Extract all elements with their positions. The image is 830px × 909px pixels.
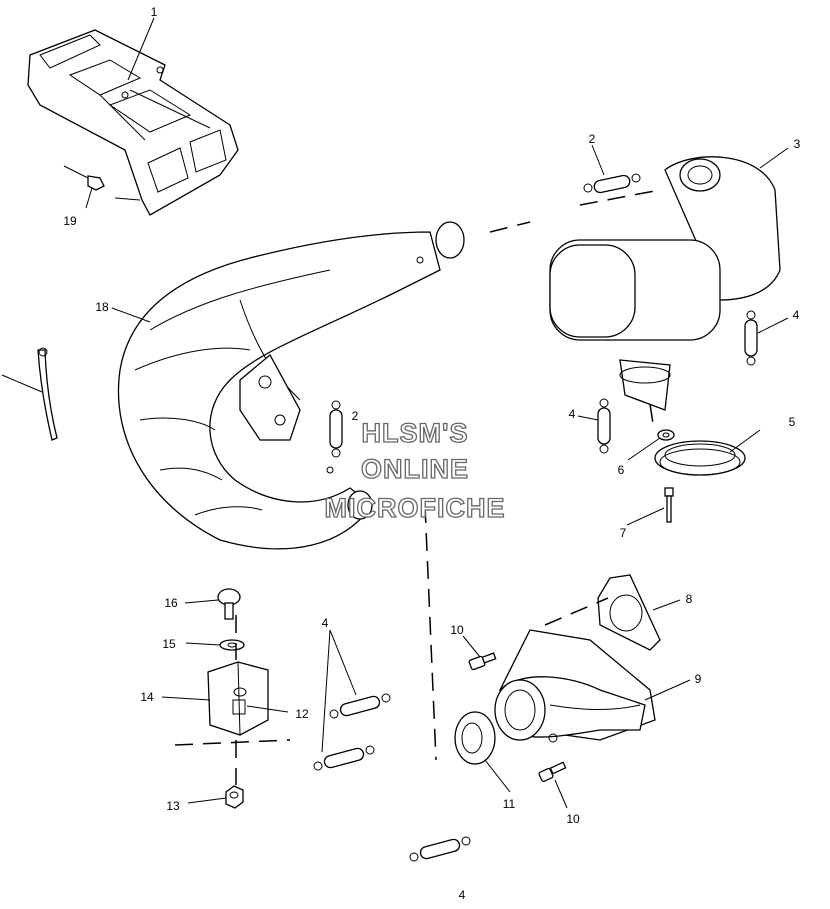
part-13-nut xyxy=(225,785,244,809)
part-1-bracket xyxy=(27,29,239,216)
callout-4-bottom: 4 xyxy=(459,888,466,902)
callout-12: 12 xyxy=(295,707,309,721)
spring-part-4-lower-b xyxy=(313,745,375,771)
leader-lines xyxy=(85,17,789,809)
part-14-bracket xyxy=(207,661,269,736)
callout-18: 18 xyxy=(95,300,109,314)
watermark: HLSM'S ONLINE MICROFICHE xyxy=(324,417,506,523)
callout-3: 3 xyxy=(794,137,801,151)
callout-2-center: 2 xyxy=(352,409,359,423)
callout-7: 7 xyxy=(620,526,627,540)
callout-labels: 1 2 2 3 4 4 4 4 5 6 7 8 9 10 10 11 12 13… xyxy=(63,5,800,902)
callout-4-mid: 4 xyxy=(569,407,576,421)
part-10-bolt-upper xyxy=(468,652,497,671)
part-11-gasket xyxy=(454,711,496,765)
callout-14: 14 xyxy=(140,690,154,704)
spring-part-4-lower-a xyxy=(329,693,391,719)
callout-13: 13 xyxy=(166,799,180,813)
callout-19: 19 xyxy=(63,214,77,228)
part-19-rivet xyxy=(63,165,105,191)
part-10-bolt-lower xyxy=(538,761,567,783)
part-9-manifold xyxy=(494,629,656,743)
part-15-washer xyxy=(219,639,245,651)
callout-2-top: 2 xyxy=(589,132,596,146)
part-6-washer xyxy=(657,429,675,441)
callout-10-lower: 10 xyxy=(566,812,580,826)
callout-10-upper: 10 xyxy=(450,623,464,637)
callout-9: 9 xyxy=(695,672,702,686)
part-5-grommet xyxy=(654,440,746,476)
callout-6: 6 xyxy=(618,463,625,477)
watermark-line-3: MICROFICHE xyxy=(325,493,506,523)
part-3-silencer xyxy=(549,156,781,411)
part-18-expansion-chamber xyxy=(117,221,465,550)
callout-4-right: 4 xyxy=(793,308,800,322)
strap xyxy=(1,347,58,441)
spring-part-4-bottom xyxy=(409,836,471,862)
part-16-bolt xyxy=(217,588,241,620)
callout-1: 1 xyxy=(151,5,158,19)
watermark-line-2: ONLINE xyxy=(361,454,469,484)
spring-part-2-center xyxy=(329,400,343,458)
callout-8: 8 xyxy=(686,592,693,606)
callout-5: 5 xyxy=(789,415,796,429)
spring-part-4-mid xyxy=(597,398,611,454)
assembly-lines xyxy=(174,189,661,785)
callout-16: 16 xyxy=(164,596,178,610)
callout-11: 11 xyxy=(503,797,516,811)
part-8-gasket xyxy=(597,574,661,651)
part-7-bolt xyxy=(664,487,674,523)
spring-part-2-top xyxy=(583,173,641,194)
spring-part-4-right xyxy=(744,310,758,366)
callout-4-lower: 4 xyxy=(322,616,329,630)
callout-15: 15 xyxy=(162,637,176,651)
watermark-line-1: HLSM'S xyxy=(362,418,469,448)
